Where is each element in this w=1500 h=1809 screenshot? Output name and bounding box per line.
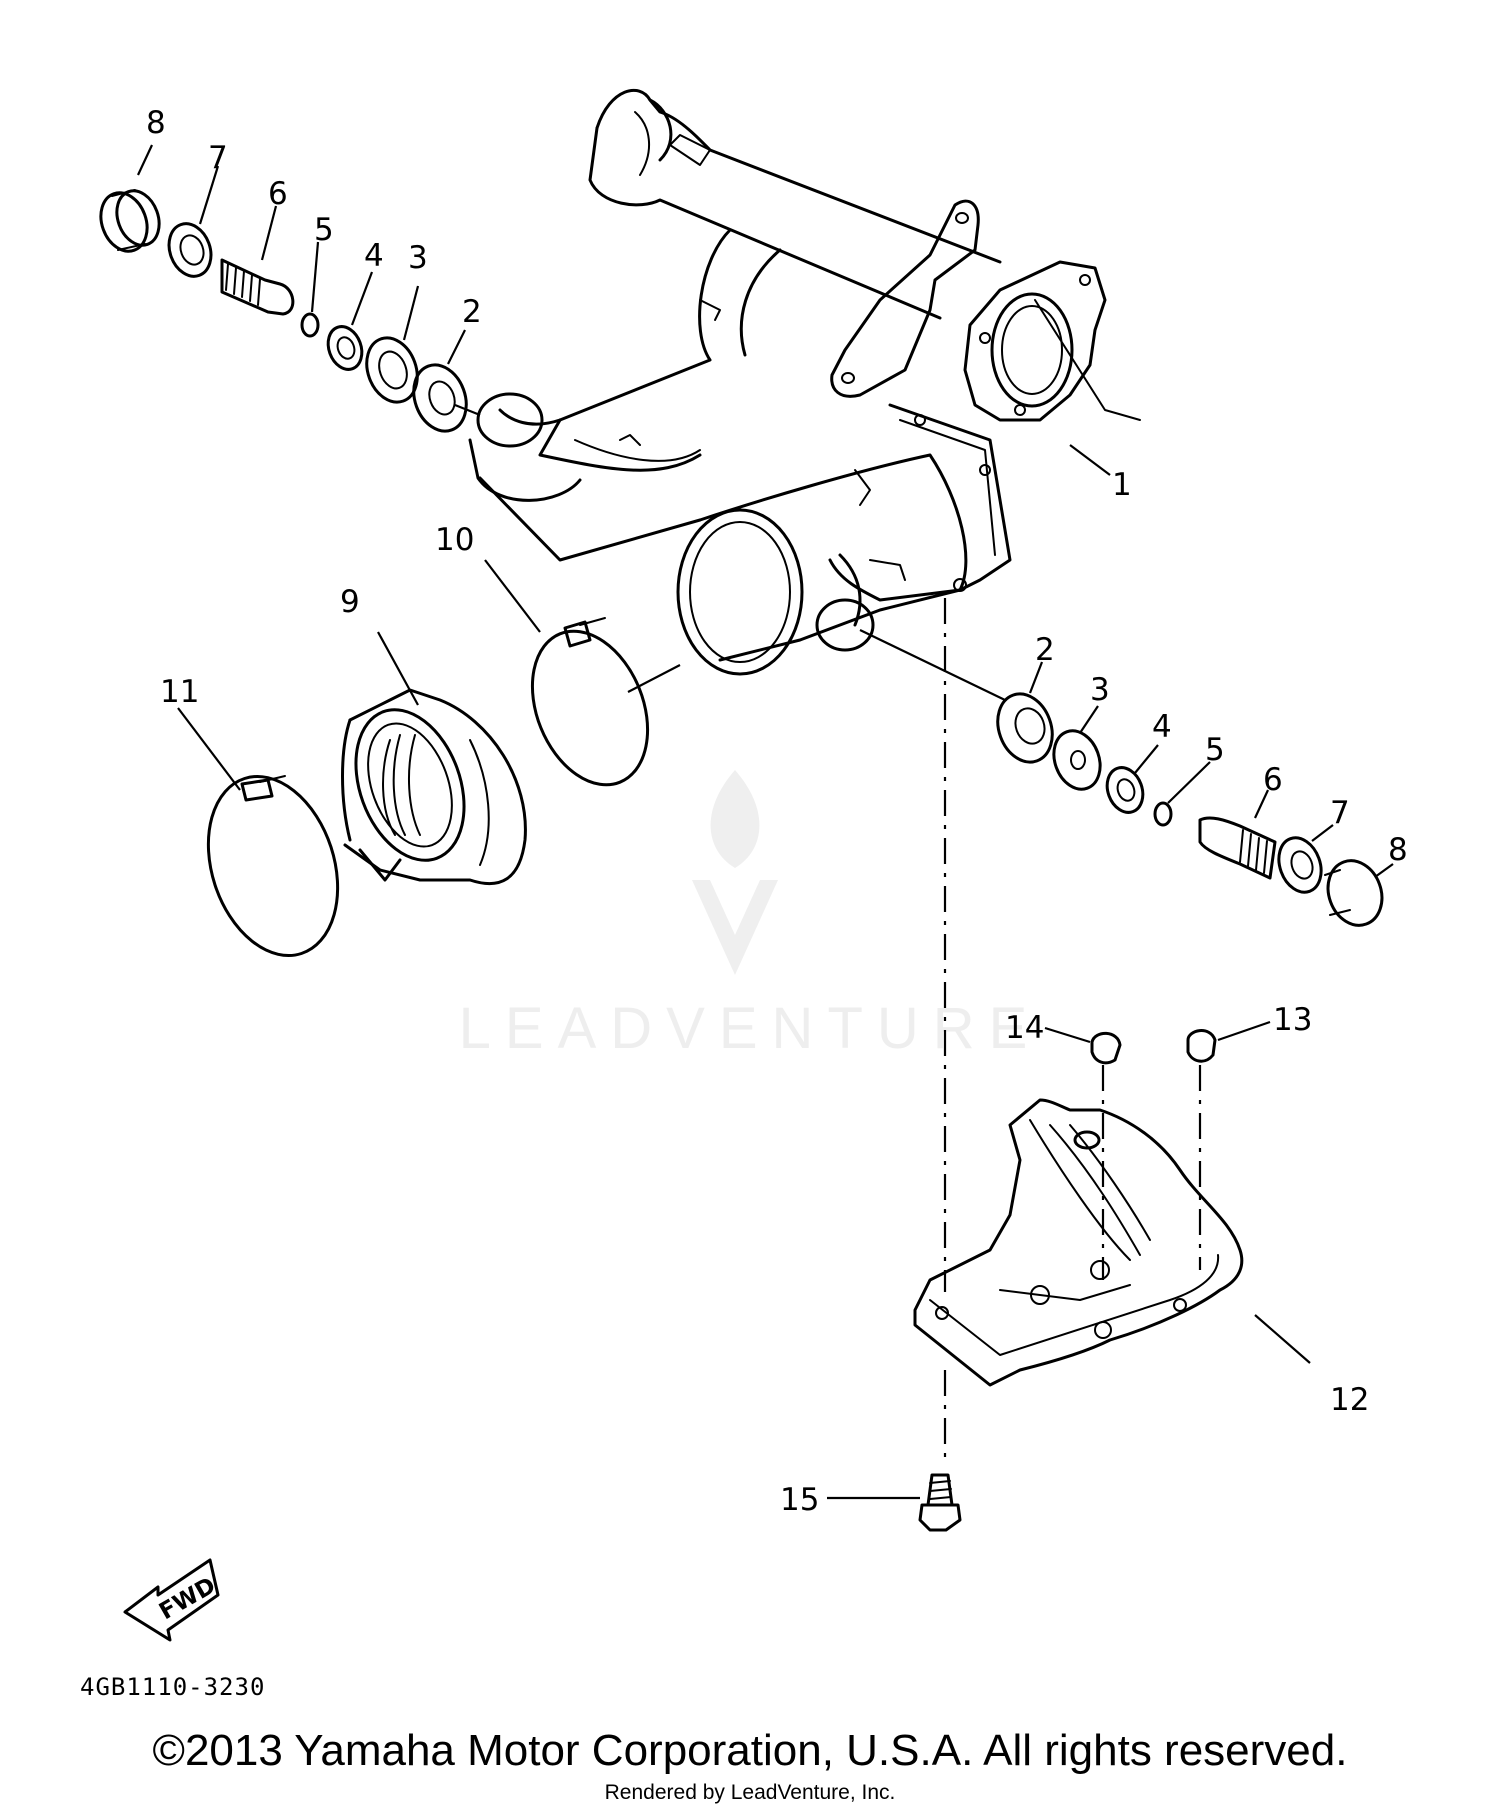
callout-5-lower: 5 <box>1205 732 1225 768</box>
callout-9: 9 <box>340 584 360 620</box>
callout-2-upper: 2 <box>462 294 482 330</box>
assembly-lines <box>627 598 1202 1465</box>
callout-7-lower: 7 <box>1330 795 1350 831</box>
callout-leaders <box>137 144 1394 1500</box>
diagram-code: 4GB1110-3230 <box>80 1673 265 1701</box>
upper-bearing-set[interactable] <box>93 185 481 439</box>
swing-arm-part[interactable] <box>468 89 1141 676</box>
callout-14: 14 <box>1005 1010 1044 1046</box>
callout-8-lower: 8 <box>1388 832 1408 868</box>
callout-6-lower: 6 <box>1263 762 1283 798</box>
callout-15: 15 <box>780 1482 819 1518</box>
rendered-by-credit: Rendered by LeadVenture, Inc. <box>604 1781 896 1804</box>
callout-5-upper: 5 <box>314 212 334 248</box>
callout-13: 13 <box>1273 1002 1312 1038</box>
guard-part[interactable] <box>913 1098 1244 1387</box>
bolt-part[interactable] <box>918 1473 962 1532</box>
callout-6-upper: 6 <box>268 176 288 212</box>
copyright-notice: ©2013 Yamaha Motor Corporation, U.S.A. A… <box>152 1726 1348 1775</box>
grommet-13-part[interactable] <box>1186 1029 1217 1063</box>
callout-numbers: 8 7 6 5 4 3 2 1 10 9 11 2 3 4 5 6 7 8 13… <box>146 105 1408 1518</box>
watermark-text: LEADVENTURE <box>458 996 1042 1061</box>
callout-11: 11 <box>160 674 199 710</box>
callout-4-upper: 4 <box>364 238 384 274</box>
callout-3-lower: 3 <box>1090 672 1110 708</box>
fwd-arrow-icon: FWD <box>123 1558 220 1642</box>
lower-bearing-set[interactable] <box>859 629 1391 933</box>
callout-2-lower: 2 <box>1035 632 1055 668</box>
callout-12: 12 <box>1330 1382 1369 1418</box>
callout-10: 10 <box>435 522 474 558</box>
boot-part[interactable] <box>336 688 527 886</box>
band-part[interactable] <box>187 760 360 973</box>
callout-8-upper: 8 <box>146 105 166 141</box>
callout-4-lower: 4 <box>1152 709 1172 745</box>
callout-7-upper: 7 <box>208 140 228 176</box>
grommet-14-part[interactable] <box>1090 1031 1122 1065</box>
hose-band-part[interactable] <box>511 614 669 802</box>
watermark-logo <box>692 770 778 975</box>
callout-3-upper: 3 <box>408 240 428 276</box>
callout-1: 1 <box>1112 467 1132 503</box>
